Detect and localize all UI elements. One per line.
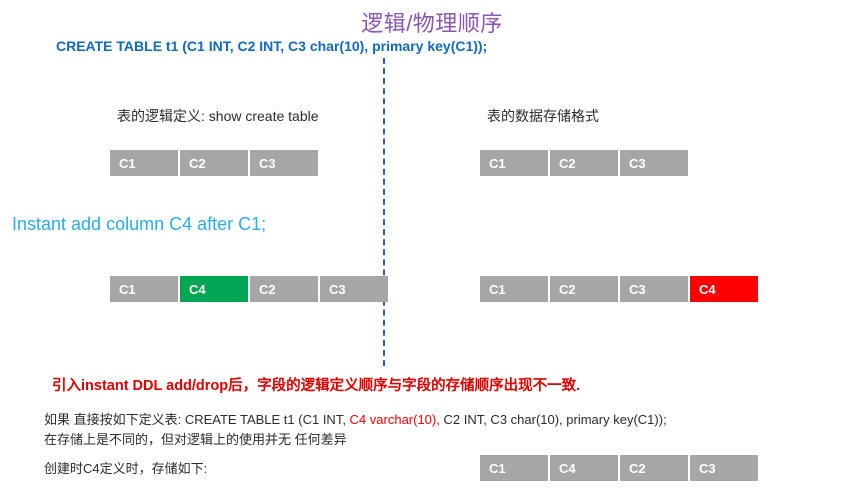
column-row-logical-before: C1 C2 C3 <box>110 150 318 176</box>
note-line-storage-difference: 在存储上是不同的，但对逻辑上的使用并无 任何差异 <box>44 432 347 447</box>
note-create-highlight: C4 varchar(10), <box>349 412 440 427</box>
note-line-created-with-c4: 创建时C4定义时，存储如下: <box>44 461 208 476</box>
page-title: 逻辑/物理顺序 <box>361 11 503 36</box>
column-cell: C1 <box>110 276 178 302</box>
column-cell: C3 <box>620 276 688 302</box>
column-cell-added: C4 <box>690 276 758 302</box>
column-cell: C2 <box>550 276 618 302</box>
column-cell: C3 <box>690 455 758 481</box>
note-headline: 引入instant DDL add/drop后，字段的逻辑定义顺序与字段的存储顺… <box>52 378 581 394</box>
column-cell: C3 <box>320 276 388 302</box>
vertical-dashed-divider <box>383 58 385 366</box>
instant-add-column-statement: Instant add column C4 after C1; <box>12 214 267 234</box>
column-cell: C2 <box>180 150 248 176</box>
column-cell: C1 <box>480 455 548 481</box>
column-cell: C2 <box>550 150 618 176</box>
column-cell: C4 <box>550 455 618 481</box>
create-table-statement: CREATE TABLE t1 (C1 INT, C2 INT, C3 char… <box>56 38 488 54</box>
column-row-physical-after: C1 C2 C3 C4 <box>480 276 758 302</box>
column-cell: C3 <box>620 150 688 176</box>
column-cell: C2 <box>620 455 688 481</box>
caption-physical-storage: 表的数据存储格式 <box>487 108 599 124</box>
note-create-prefix: 如果 直接按如下定义表: CREATE TABLE t1 (C1 INT, <box>44 412 350 427</box>
caption-logical-definition: 表的逻辑定义: show create table <box>117 108 319 124</box>
column-cell: C1 <box>110 150 178 176</box>
column-row-physical-before: C1 C2 C3 <box>480 150 688 176</box>
column-cell: C2 <box>250 276 318 302</box>
note-line-create-example: 如果 直接按如下定义表: CREATE TABLE t1 (C1 INT, C4… <box>44 409 667 428</box>
column-cell: C1 <box>480 150 548 176</box>
column-cell: C1 <box>480 276 548 302</box>
column-row-logical-after: C1 C4 C2 C3 <box>110 276 388 302</box>
column-row-created-with-c4: C1 C4 C2 C3 <box>480 455 758 481</box>
note-create-suffix: C2 INT, C3 char(10), primary key(C1)); <box>439 412 667 427</box>
column-cell-added: C4 <box>180 276 248 302</box>
column-cell: C3 <box>250 150 318 176</box>
